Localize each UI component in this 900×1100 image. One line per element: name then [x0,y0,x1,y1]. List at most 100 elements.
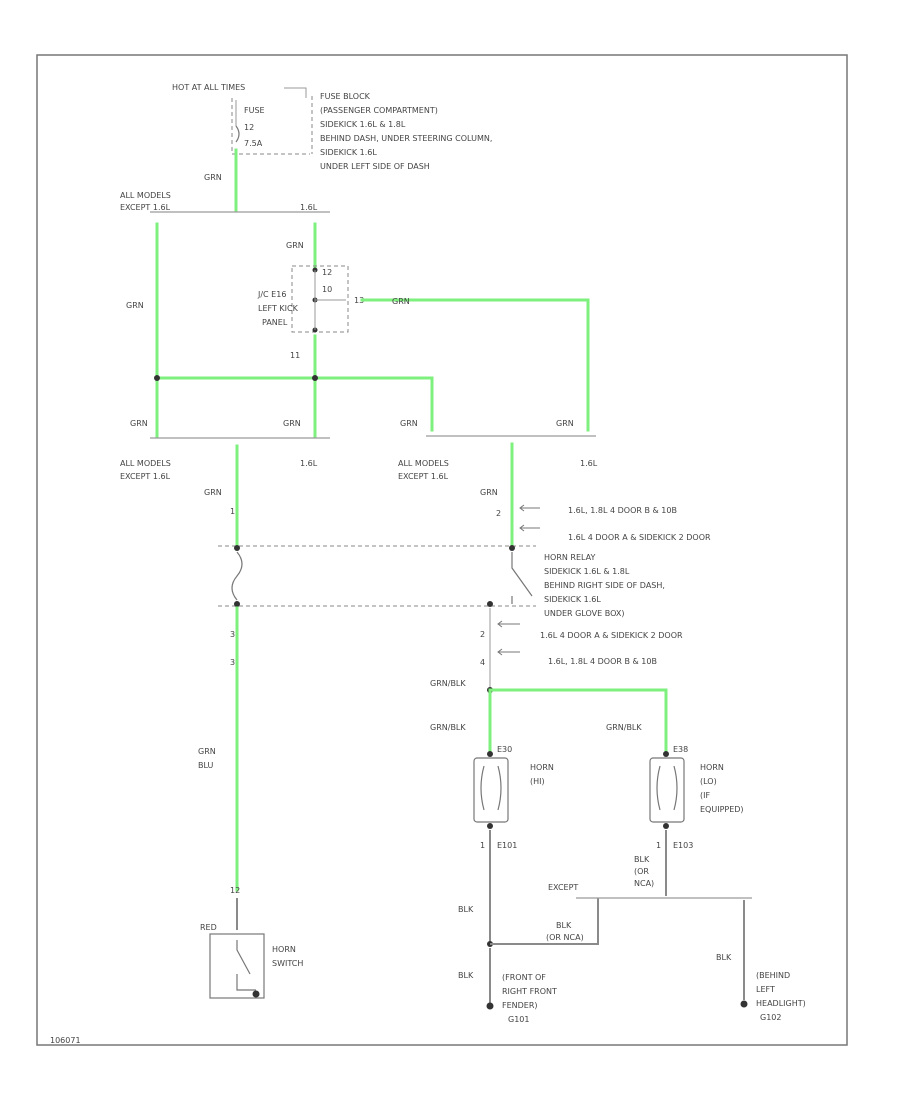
relay-pin-2 [509,545,515,551]
svg-text:SIDEKICK 1.6L & 1.8L: SIDEKICK 1.6L & 1.8L [320,120,406,129]
svg-text:SIDEKICK 1.6L: SIDEKICK 1.6L [544,595,601,604]
jc-pin-12: 12 [322,268,332,277]
horn-hi-ground-connector: E101 [497,841,517,850]
svg-text:FUSE BLOCK: FUSE BLOCK [320,92,371,101]
horn-hi-pin [487,751,493,757]
svg-text:UNDER LEFT SIDE OF DASH: UNDER LEFT SIDE OF DASH [320,162,430,171]
split-mid-right-16l: 1.6L [580,459,598,468]
note-top-1: 1.6L, 1.8L 4 DOOR B & 10B [568,506,677,515]
horn-hi-label-1: HORN [530,763,554,772]
horn-lo-pin-1: 1 [656,841,661,850]
wire-color-grn-8: GRN [556,419,574,428]
svg-text:SIDEKICK 1.6L: SIDEKICK 1.6L [320,148,377,157]
svg-text:(FRONT OF: (FRONT OF [502,973,546,982]
svg-text:RIGHT FRONT: RIGHT FRONT [502,987,557,996]
wire-color-grn-9: GRN [204,488,222,497]
wire-color-grn-blu-1: GRN [198,747,216,756]
ground-g102 [740,1000,748,1008]
horn-hi-symbol [480,765,502,811]
wire-color-grn-4: GRN [392,297,410,306]
svg-text:SIDEKICK 1.6L & 1.8L: SIDEKICK 1.6L & 1.8L [544,567,630,576]
relay-pin-3-left-label: 3 [230,630,235,639]
horn-hi-connector: E30 [497,745,512,754]
note-bottom-1: 1.6L 4 DOOR A & SIDEKICK 2 DOOR [540,631,683,640]
horn-switch-pin: 12 [230,886,240,895]
wire-color-blk-or-nca-1: BLK [634,855,650,864]
svg-text:G101: G101 [508,1015,529,1024]
fuse-number: 12 [244,123,254,132]
fuse-block-boundary [231,98,310,155]
horn-lo-pin [663,751,669,757]
jc-label: J/C E16 LEFT KICK PANEL [257,290,299,327]
ground-g101-label: (FRONT OF RIGHT FRONT FENDER) G101 [502,973,557,1024]
horn-lo-body [649,757,685,823]
note-arrow-1 [519,504,540,512]
wire-color-grn-6: GRN [283,419,301,428]
diagram-frame [36,54,848,1046]
wire-color-red: RED [200,923,217,932]
svg-text:G102: G102 [760,1013,781,1022]
wire-color-grn-blk-1: GRN/BLK [430,679,466,688]
note-arrow-2 [519,524,540,532]
relay-pin-3b-left-label: 3 [230,658,235,667]
diagram-code: 106071 [50,1036,81,1045]
horn-switch-label-1: HORN [272,945,296,954]
wire-color-grn-1: GRN [204,173,222,182]
horn-switch-ground [252,990,260,998]
split-top-all-models: ALL MODELS [120,191,171,200]
split-mid-right-except: EXCEPT 1.6L [398,472,449,481]
svg-text:BEHIND DASH, UNDER STEERING CO: BEHIND DASH, UNDER STEERING COLUMN, [320,134,492,143]
hot-lead [284,87,307,98]
horn-relay-boundary [218,545,536,607]
wire-ground-branch [490,898,599,945]
wire-color-blk-or-nca-2: (OR [634,867,649,876]
svg-text:PANEL: PANEL [262,318,288,327]
horn-switch-symbol [236,940,256,991]
wire-color-grn-blk-2: GRN/BLK [430,723,466,732]
junction-connector-box [291,265,349,333]
horn-switch-box [209,933,265,999]
wire-color-grn-7: GRN [400,419,418,428]
svg-text:(LO): (LO) [700,777,717,786]
horn-hi-body [473,757,509,823]
jc-internal-bus [314,270,346,330]
ground-g102-label: (BEHIND LEFT HEADLIGHT) G102 [756,971,806,1022]
svg-text:(IF: (IF [700,791,710,800]
wire-color-grn-blk-3: GRN/BLK [606,723,642,732]
relay-pin-2-label: 2 [496,509,501,518]
jc-pin-10: 10 [322,285,332,294]
jc-pin-13: 13 [354,296,364,305]
relay-switch-symbol [511,552,533,604]
svg-text:(BEHIND: (BEHIND [756,971,790,980]
splice-left [154,375,160,381]
relay-pin-1-label: 1 [230,507,235,516]
wire-color-grn-3: GRN [286,241,304,250]
svg-text:LEFT: LEFT [756,985,775,994]
fuse-label: FUSE [244,106,265,115]
fuse-block-description: FUSE BLOCK (PASSENGER COMPARTMENT) SIDEK… [320,92,492,171]
svg-text:LEFT KICK: LEFT KICK [258,304,299,313]
wire-color-blk-2: BLK [458,971,474,980]
relay-pin-2b-label: 2 [480,630,485,639]
note-arrow-3 [497,620,520,628]
horn-lo-ground-pin [663,823,669,829]
horn-lo-label: HORN (LO) (IF EQUIPPED) [700,763,744,814]
fuse-amps: 7.5A [244,139,263,148]
svg-text:J/C E16: J/C E16 [257,290,286,299]
horn-lo-ground-connector: E103 [673,841,693,850]
jc-pin-11: 11 [290,351,300,360]
svg-text:EQUIPPED): EQUIPPED) [700,805,744,814]
split-mid-right-all: ALL MODELS [398,459,449,468]
ground-g101 [486,1002,494,1010]
wire-color-blk-or-nca-3: NCA) [634,879,654,888]
fuse-symbol [235,125,240,143]
relay-coil-symbol [231,551,243,601]
svg-text:HEADLIGHT): HEADLIGHT) [756,999,806,1008]
note-top-2: 1.6L 4 DOOR A & SIDEKICK 2 DOOR [568,533,711,542]
split-mid-left-all: ALL MODELS [120,459,171,468]
split-top-except: EXCEPT 1.6L [120,203,171,212]
splice-center [312,375,318,381]
relay-pin-3-right [487,601,493,607]
wire-color-blk-grn-1: BLK [556,921,572,930]
